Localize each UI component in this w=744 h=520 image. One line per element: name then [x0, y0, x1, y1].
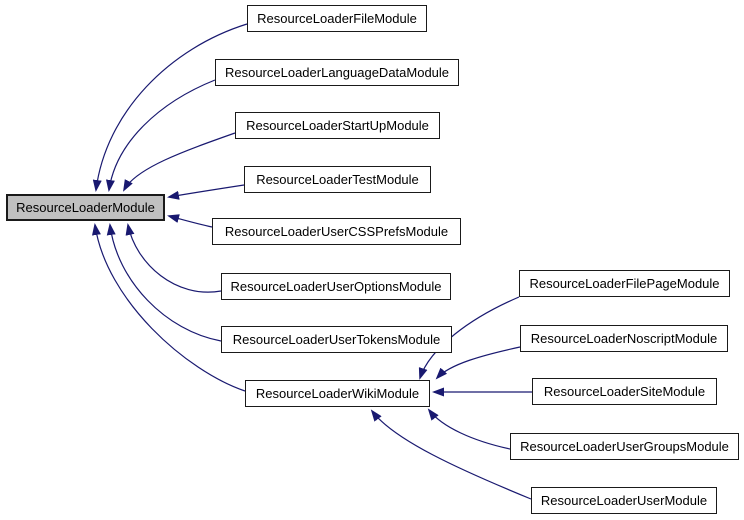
node-resourceloaderlanguagedatamodule[interactable]: ResourceLoaderLanguageDataModule [215, 59, 459, 86]
node-resourceloaderusergroupsmodule[interactable]: ResourceLoaderUserGroupsModule [510, 433, 739, 460]
edge-usercss-to-root [167, 214, 213, 228]
edge-noscript-to-wiki [435, 346, 521, 380]
edge-file-to-root [92, 23, 248, 192]
node-resourceloaderfilemodule[interactable]: ResourceLoaderFileModule [247, 5, 427, 32]
node-resourceloadernoscriptmodule[interactable]: ResourceLoaderNoscriptModule [520, 325, 728, 352]
node-resourceloaderuseroptionsmodule[interactable]: ResourceLoaderUserOptionsModule [221, 273, 451, 300]
node-resourceloaderusermodule[interactable]: ResourceLoaderUserModule [531, 487, 717, 514]
edge-usermodule-to-wiki [370, 409, 532, 500]
edge-useroptions-to-root [125, 223, 222, 293]
edge-test-to-root [167, 184, 245, 200]
node-resourceloaderusertokensmodule[interactable]: ResourceLoaderUserTokensModule [221, 326, 452, 353]
node-resourceloadertestmodule[interactable]: ResourceLoaderTestModule [244, 166, 431, 193]
edge-langdata-to-root [105, 79, 216, 192]
edge-wiki-to-root [92, 223, 246, 392]
node-resourceloaderwikimodule[interactable]: ResourceLoaderWikiModule [245, 380, 430, 407]
edge-startup-to-root [123, 132, 236, 192]
node-resourceloaderfilepagemodule[interactable]: ResourceLoaderFilePageModule [519, 270, 730, 297]
node-resourceloaderstartupmodule[interactable]: ResourceLoaderStartUpModule [235, 112, 440, 139]
edge-usertokens-to-root [106, 223, 222, 342]
node-resourceloadersitemodule[interactable]: ResourceLoaderSiteModule [532, 378, 717, 405]
edge-usergroups-to-wiki [427, 408, 511, 450]
edge-filepage-to-wiki [418, 296, 520, 380]
node-resourceloaderusercssprefsmodule[interactable]: ResourceLoaderUserCSSPrefsModule [212, 218, 461, 245]
node-resourceloadermodule[interactable]: ResourceLoaderModule [6, 194, 165, 221]
